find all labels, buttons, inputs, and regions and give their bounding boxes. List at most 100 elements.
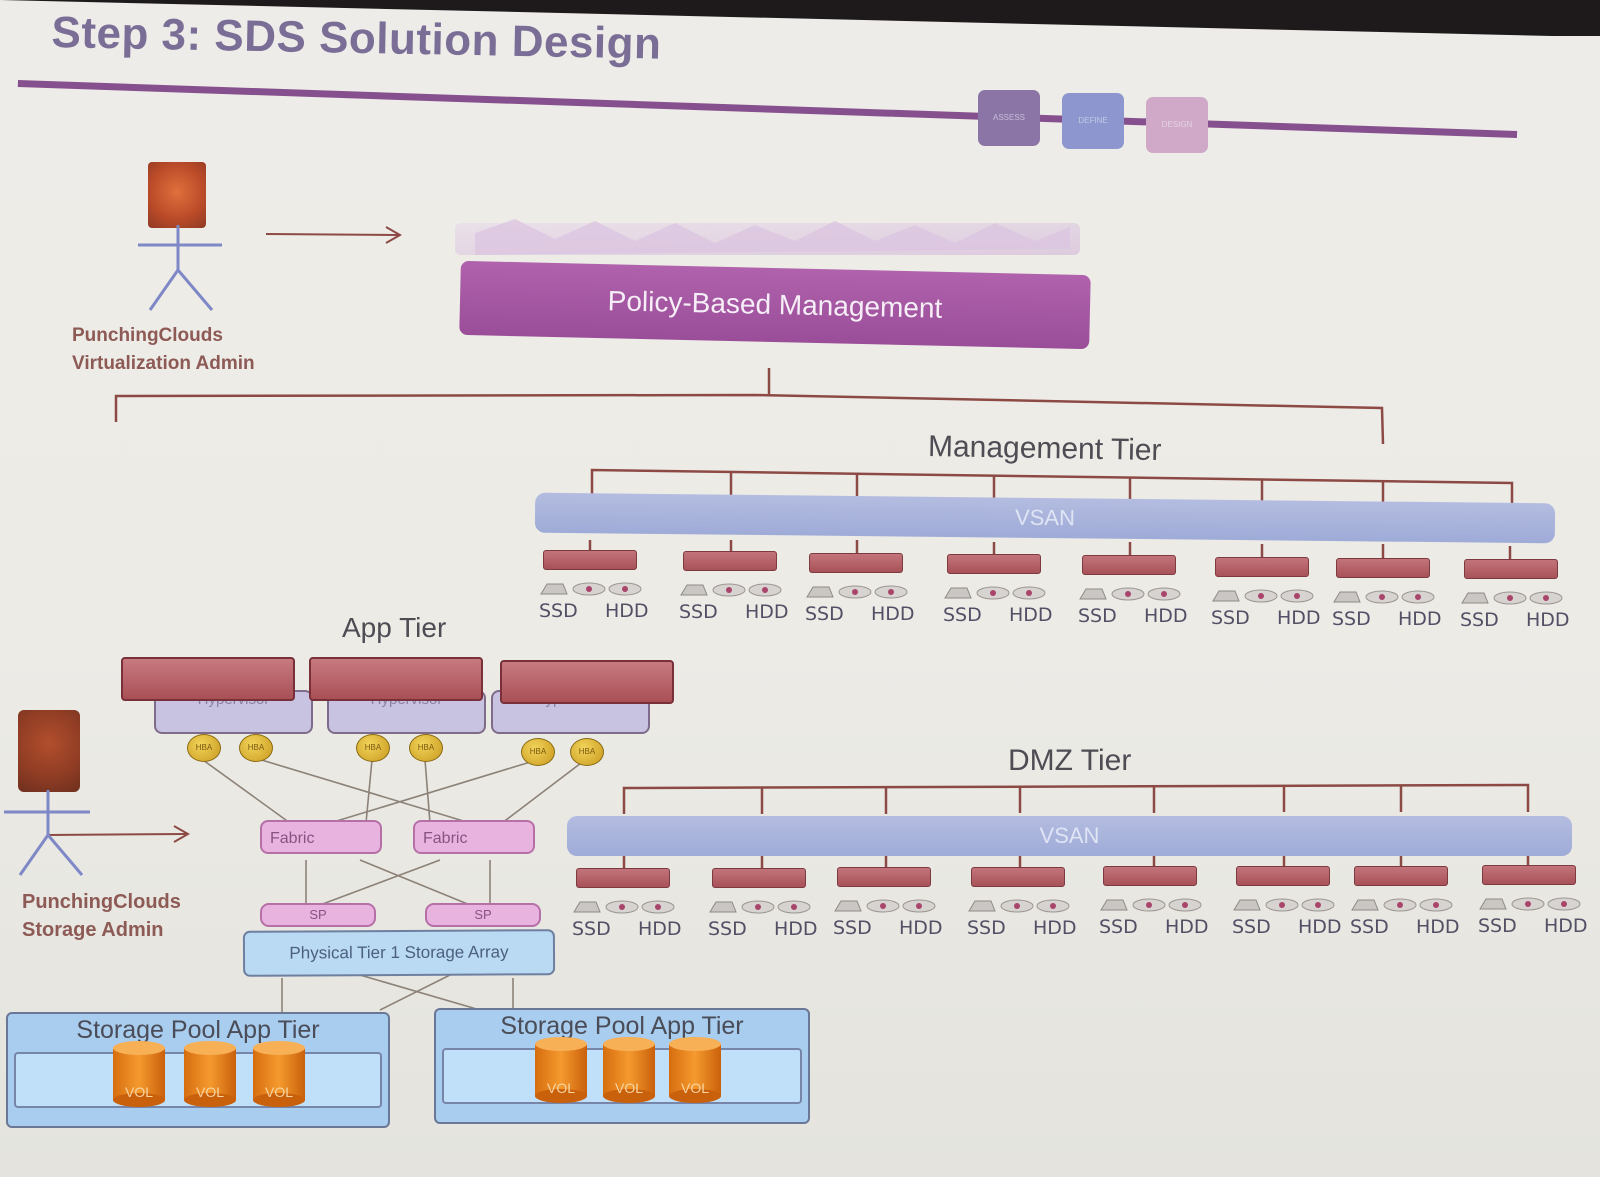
sp-right: SP <box>425 903 541 927</box>
dmz_tier-host-1-ssd-label: SSD <box>572 918 611 940</box>
dmz_tier-host-7-hdd-label: HDD <box>1416 916 1460 938</box>
dmz_tier-host-8-server <box>1482 865 1576 885</box>
dmz_tier-host-3-server <box>837 867 931 887</box>
dmz_tier-host-2-server <box>712 868 806 888</box>
dmz_tier-host-5-hdd-label: HDD <box>1165 916 1209 938</box>
management_tier-host-4-ssd-label: SSD <box>943 604 982 626</box>
volume-2-label: VOL <box>183 1084 237 1100</box>
management_tier-host-4-disks-icon <box>943 580 1055 602</box>
dmz_tier-host-8-hdd-label: HDD <box>1544 915 1588 937</box>
storage-admin-stick-figure <box>0 790 100 880</box>
app-server-1 <box>121 657 295 701</box>
dmz_tier-host-8-disks-icon <box>1478 891 1590 913</box>
sp-left: SP <box>260 903 376 927</box>
dmz_tier-host-3-hdd-label: HDD <box>899 917 943 939</box>
volume-5-icon: VOL <box>602 1036 656 1104</box>
volume-4-icon: VOL <box>534 1036 588 1104</box>
dmz_tier-host-1-hdd-label: HDD <box>638 918 682 940</box>
dmz_tier-host-3-disks-icon <box>833 893 945 915</box>
management_tier-host-5-ssd-label: SSD <box>1078 605 1117 627</box>
management_tier-host-4-hdd-label: HDD <box>1009 604 1053 626</box>
dmz_tier-host-6-ssd-label: SSD <box>1232 916 1271 938</box>
management_tier-host-2-hdd-label: HDD <box>745 601 789 623</box>
volume-3-icon: VOL <box>252 1040 306 1108</box>
storage-admin-label: PunchingClouds Storage Admin <box>22 888 181 944</box>
dmz_tier-host-4-hdd-label: HDD <box>1033 917 1077 939</box>
management_tier-host-5-server <box>1082 555 1176 575</box>
app-server-3 <box>500 660 674 704</box>
dmz-vsan-bar: VSAN <box>567 816 1572 856</box>
dmz_tier-host-7-server <box>1354 866 1448 886</box>
volume-1-label: VOL <box>112 1084 166 1100</box>
management_tier-host-8-ssd-label: SSD <box>1460 609 1499 631</box>
dmz_tier-host-3-ssd-label: SSD <box>833 917 872 939</box>
management_tier-host-3-hdd-label: HDD <box>871 603 915 625</box>
dmz_tier-host-1-disks-icon <box>572 894 684 916</box>
volume-2-icon: VOL <box>183 1040 237 1108</box>
dmz_tier-host-4-server <box>971 867 1065 887</box>
management_tier-host-8-server <box>1464 559 1558 579</box>
management_tier-host-6-server <box>1215 557 1309 577</box>
management_tier-host-7-ssd-label: SSD <box>1332 608 1371 630</box>
dmz_tier-host-7-disks-icon <box>1350 892 1462 914</box>
storage-admin-label-line2: Storage Admin <box>22 916 181 944</box>
management_tier-host-3-disks-icon <box>805 579 917 601</box>
dmz_tier-host-1-server <box>576 868 670 888</box>
dmz_tier-host-2-ssd-label: SSD <box>708 918 747 940</box>
dmz_tier-host-8-ssd-label: SSD <box>1478 915 1517 937</box>
fabric-left: Fabric <box>260 820 382 854</box>
management_tier-host-5-hdd-label: HDD <box>1144 605 1188 627</box>
dmz_tier-host-5-ssd-label: SSD <box>1099 916 1138 938</box>
management_tier-host-7-disks-icon <box>1332 584 1444 606</box>
management_tier-host-8-hdd-label: HDD <box>1526 609 1570 631</box>
management_tier-host-7-hdd-label: HDD <box>1398 608 1442 630</box>
management_tier-host-2-server <box>683 551 777 571</box>
hba-card-4: HBA <box>409 734 443 762</box>
hba-card-5: HBA <box>521 738 555 766</box>
dmz_tier-host-6-server <box>1236 866 1330 886</box>
hba-card-3: HBA <box>356 734 390 762</box>
storage-admin-avatar <box>18 710 80 792</box>
app-tier-title: App Tier <box>342 612 446 644</box>
management_tier-host-1-disks-icon <box>539 576 651 598</box>
dmz_tier-host-2-disks-icon <box>708 894 820 916</box>
management_tier-host-6-hdd-label: HDD <box>1277 607 1321 629</box>
dmz_tier-host-5-server <box>1103 866 1197 886</box>
dmz_tier-host-4-ssd-label: SSD <box>967 917 1006 939</box>
hba-card-1: HBA <box>187 734 221 762</box>
hba-card-6: HBA <box>570 738 604 766</box>
management_tier-host-3-server <box>809 553 903 573</box>
physical-storage-array: Physical Tier 1 Storage Array <box>243 929 555 977</box>
app-server-2 <box>309 657 483 701</box>
management_tier-host-2-ssd-label: SSD <box>679 601 718 623</box>
volume-4-label: VOL <box>534 1080 588 1096</box>
management_tier-host-6-ssd-label: SSD <box>1211 607 1250 629</box>
volume-3-label: VOL <box>252 1084 306 1100</box>
management_tier-host-5-disks-icon <box>1078 581 1190 603</box>
management_tier-host-2-disks-icon <box>679 577 791 599</box>
management_tier-host-1-hdd-label: HDD <box>605 600 649 622</box>
volume-1-icon: VOL <box>112 1040 166 1108</box>
dmz_tier-host-6-hdd-label: HDD <box>1298 916 1342 938</box>
dmz_tier-host-5-disks-icon <box>1099 892 1211 914</box>
management_tier-host-6-disks-icon <box>1211 583 1323 605</box>
volume-5-label: VOL <box>602 1080 656 1096</box>
management_tier-host-8-disks-icon <box>1460 585 1572 607</box>
management_tier-host-7-server <box>1336 558 1430 578</box>
management-tier-title: Management Tier <box>928 430 1162 468</box>
dmz_tier-host-7-ssd-label: SSD <box>1350 916 1389 938</box>
dmz_tier-host-6-disks-icon <box>1232 892 1344 914</box>
management_tier-host-1-ssd-label: SSD <box>539 600 578 622</box>
volume-6-label: VOL <box>668 1080 722 1096</box>
volume-6-icon: VOL <box>668 1036 722 1104</box>
hba-card-2: HBA <box>239 734 273 762</box>
dmz_tier-host-4-disks-icon <box>967 893 1079 915</box>
management_tier-host-3-ssd-label: SSD <box>805 603 844 625</box>
storage-admin-label-line1: PunchingClouds <box>22 888 181 916</box>
dmz_tier-host-2-hdd-label: HDD <box>774 918 818 940</box>
dmz-tier-title: DMZ Tier <box>1008 744 1131 778</box>
management_tier-host-1-server <box>543 550 637 570</box>
management_tier-host-4-server <box>947 554 1041 574</box>
fabric-right: Fabric <box>413 820 535 854</box>
